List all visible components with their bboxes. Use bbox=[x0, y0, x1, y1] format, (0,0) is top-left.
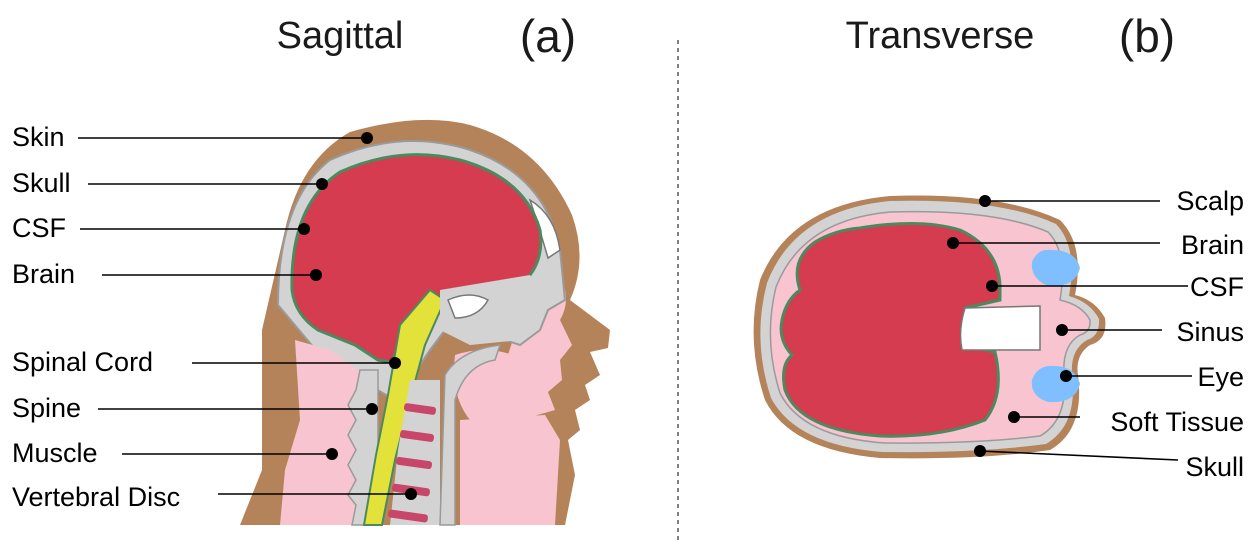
transverse-panel: Transverse (b) Scalp Brain CSF Sinus bbox=[754, 10, 1244, 482]
label-skull-b: Skull bbox=[1185, 452, 1244, 482]
marker-soft-tissue bbox=[1008, 411, 1020, 423]
transverse-head-illustration bbox=[754, 196, 1106, 459]
label-spine: Spine bbox=[12, 393, 81, 423]
label-brain: Brain bbox=[12, 259, 75, 289]
marker-spinal-cord bbox=[389, 357, 401, 369]
marker-brain bbox=[310, 269, 322, 281]
label-spinal-cord: Spinal Cord bbox=[12, 347, 153, 377]
sagittal-head-illustration bbox=[240, 120, 610, 525]
panel-a-letter: (a) bbox=[520, 10, 576, 62]
marker-vertebral-disc bbox=[405, 488, 417, 500]
marker-csf bbox=[298, 223, 310, 235]
label-skin: Skin bbox=[12, 122, 65, 152]
transverse-title: Transverse bbox=[846, 15, 1035, 57]
label-csf-b: CSF bbox=[1190, 272, 1244, 302]
label-muscle: Muscle bbox=[12, 438, 98, 468]
sagittal-panel: Sagittal (a) bbox=[12, 10, 610, 525]
marker-skin bbox=[361, 132, 373, 144]
marker-csf-b bbox=[986, 280, 998, 292]
marker-sinus bbox=[1056, 324, 1068, 336]
leader-skull-b bbox=[980, 451, 1178, 460]
label-sinus: Sinus bbox=[1176, 317, 1244, 347]
transverse-sinus bbox=[961, 306, 1040, 350]
sagittal-chin-tissue bbox=[460, 415, 560, 525]
marker-skull bbox=[316, 178, 328, 190]
label-vertebral-disc: Vertebral Disc bbox=[12, 482, 180, 512]
label-skull: Skull bbox=[12, 168, 71, 198]
panel-b-letter: (b) bbox=[1119, 10, 1175, 62]
marker-scalp bbox=[979, 195, 991, 207]
label-csf: CSF bbox=[12, 213, 66, 243]
sagittal-title: Sagittal bbox=[277, 15, 404, 57]
marker-muscle bbox=[326, 448, 338, 460]
label-brain-b: Brain bbox=[1181, 230, 1244, 260]
label-eye: Eye bbox=[1197, 362, 1244, 392]
marker-spine bbox=[366, 403, 378, 415]
marker-brain-b bbox=[947, 237, 959, 249]
label-soft-tissue: Soft Tissue bbox=[1110, 407, 1244, 437]
label-scalp: Scalp bbox=[1176, 186, 1244, 216]
marker-eye bbox=[1060, 370, 1072, 382]
marker-skull-b bbox=[974, 445, 986, 457]
